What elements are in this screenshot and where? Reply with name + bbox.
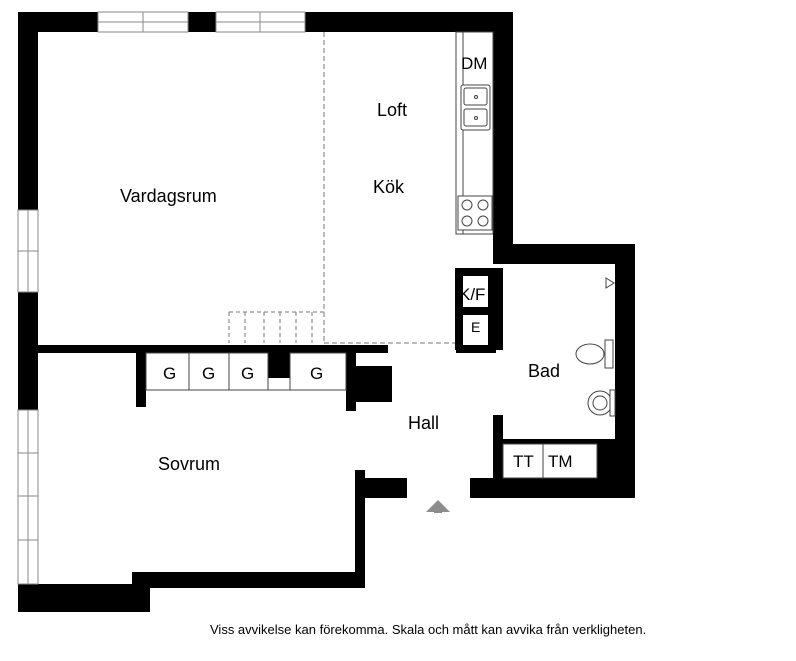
interior-walls — [18, 268, 615, 498]
disclaimer-text: Viss avvikelse kan förekomma. Skala och … — [210, 622, 647, 637]
room-label-hall: Hall — [408, 413, 440, 433]
stove-icon — [457, 195, 493, 231]
loft-outline — [323, 32, 455, 344]
wardrobe-label-g: G — [241, 364, 255, 383]
toilet-icon — [575, 339, 614, 369]
entrance-arrow-stem — [434, 506, 442, 513]
fixture-label-tt: TT — [513, 452, 534, 471]
wardrobes — [145, 352, 347, 391]
wardrobe-label-g: G — [310, 364, 324, 383]
fixture-label-e: E — [471, 319, 481, 335]
wardrobe-label-g: G — [202, 364, 216, 383]
stairs — [228, 311, 324, 343]
sink-icon — [460, 84, 491, 131]
room-label-kok: Kök — [373, 177, 405, 197]
room-label-vardagsrum: Vardagsrum — [120, 186, 217, 206]
bathroom-storage — [502, 443, 598, 479]
washbasin-icon — [587, 389, 616, 417]
windows — [17, 11, 306, 585]
room-label-sovrum: Sovrum — [158, 454, 221, 474]
vent-icon — [605, 277, 615, 289]
room-label-loft: Loft — [377, 100, 408, 120]
fixture-label-dm: DM — [461, 54, 488, 73]
wardrobe-label-g: G — [163, 364, 177, 383]
outer-walls — [18, 12, 635, 612]
fixture-label-kf: K/F — [459, 285, 486, 304]
room-label-bad: Bad — [528, 361, 561, 381]
fixture-label-tm: TM — [548, 452, 573, 471]
